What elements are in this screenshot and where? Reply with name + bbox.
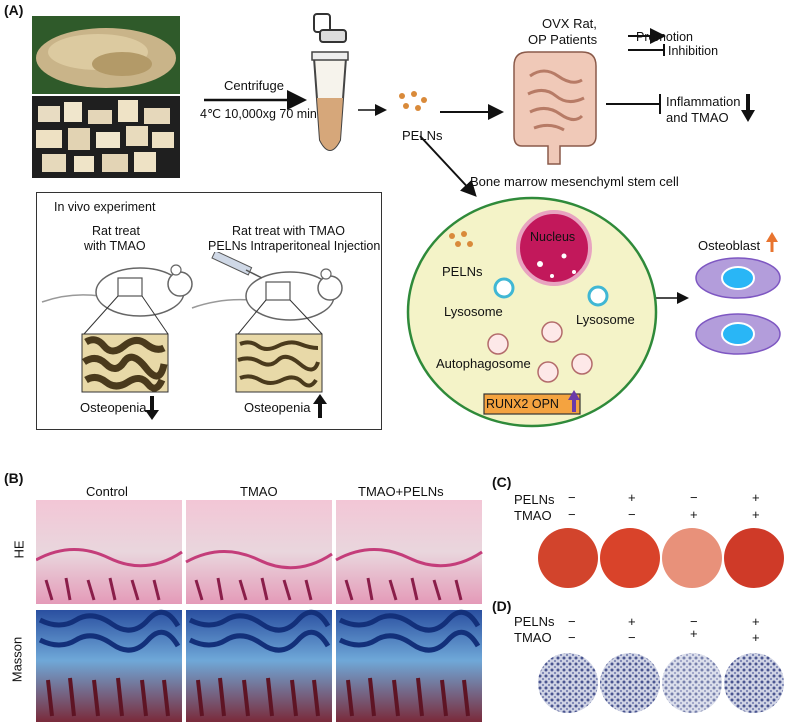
ovx-label: OVX Rat, — [542, 16, 597, 31]
lysosome-right-label: Lysosome — [576, 312, 635, 327]
and-tmao-label: and TMAO — [666, 110, 729, 125]
osteopenia-down-arrow-icon — [145, 410, 159, 420]
cell-membrane — [406, 196, 658, 428]
markers-label: RUNX2 OPN — [486, 397, 559, 411]
in-vivo-box — [36, 192, 382, 430]
osteopenia-2-label: Osteopenia — [244, 400, 311, 415]
osteopenia-up-arrow-icon — [313, 394, 327, 404]
in-vivo-illustration — [41, 252, 343, 420]
centrifuge-tube-icon — [311, 13, 349, 151]
c-tmao-sign-2: − — [628, 507, 636, 522]
well-c-1 — [538, 528, 598, 588]
d-tmao-label: TMAO — [514, 630, 552, 645]
rat-2-icon — [191, 252, 343, 321]
bmsc-label: Bone marrow mesenchyml stem cell — [470, 174, 679, 189]
c-tmao-label: TMAO — [514, 508, 552, 523]
lysosome-left-label: Lysosome — [444, 304, 503, 319]
d-pelns-sign-2: + — [628, 614, 636, 629]
lysosome-left-icon — [493, 277, 515, 299]
masson-images — [36, 609, 482, 722]
nucleus-icon — [516, 210, 592, 286]
up-arrow-icon — [766, 232, 778, 242]
c-pelns-sign-3: − — [690, 490, 698, 505]
d-pelns-sign-1: − — [568, 614, 576, 629]
pelns-label: PELNs — [402, 128, 443, 143]
legend-inhibition: Inhibition — [668, 44, 719, 58]
d-pelns-sign-4: + — [752, 614, 760, 629]
d-tmao-sign-1: − — [568, 630, 576, 645]
down-arrow-icon — [741, 110, 755, 122]
nucleus-label: Nucleus — [530, 230, 576, 244]
panel-d-letter: (D) — [492, 598, 512, 614]
autophagosome-label: Autophagosome — [436, 356, 531, 371]
intestine-icon — [513, 51, 597, 165]
stem-cell-illustration — [406, 196, 658, 428]
c-tmao-sign-1: − — [568, 507, 576, 522]
alp-wells — [538, 653, 784, 713]
op-label: OP Patients — [528, 32, 598, 47]
c-tmao-sign-4: + — [752, 507, 760, 522]
c-pelns-label: PELNs — [514, 492, 555, 507]
c-pelns-sign-2: + — [628, 490, 636, 505]
alizarin-wells — [538, 528, 784, 588]
plant-photo-top — [32, 16, 180, 94]
rat2-line1: Rat treat with TMAO — [232, 224, 345, 238]
pelns-dots-icon — [399, 91, 427, 111]
row-he: HE — [11, 540, 27, 559]
well-d-3 — [662, 653, 722, 713]
legend-promotion: Promotion — [636, 30, 693, 44]
centrifuge-label: Centrifuge — [224, 78, 284, 93]
row-masson: Masson — [9, 636, 25, 683]
marker-box — [483, 393, 581, 415]
inflammation-label: Inflammation — [666, 94, 741, 109]
rat2-line2: PELNs Intraperitoneal Injection — [208, 239, 381, 253]
d-pelns-label: PELNs — [514, 614, 555, 629]
histology-grid — [36, 500, 483, 722]
c-pelns-sign-4: + — [752, 490, 760, 505]
rat1-line1: Rat treat — [92, 224, 140, 238]
well-d-4 — [724, 653, 784, 713]
in-vivo-title: In vivo experiment — [54, 200, 156, 214]
c-tmao-sign-3: + — [690, 507, 698, 522]
centrifuge-params-label: 4℃ 10,000xg 70 min — [200, 107, 317, 121]
panel-b-letter: (B) — [4, 470, 24, 486]
col-tmao-pelns: TMAO+PELNs — [358, 484, 444, 499]
he-images — [36, 500, 483, 604]
autophagosome-icons — [487, 321, 593, 383]
arrow-pelns-to-cell — [419, 135, 477, 197]
well-d-2 — [600, 653, 660, 713]
rat1-line2: with TMAO — [84, 239, 146, 253]
well-c-4 — [724, 528, 784, 588]
d-tmao-sign-2: − — [628, 630, 636, 645]
d-pelns-sign-3: − — [690, 614, 698, 629]
plant-slices-photo — [32, 96, 180, 178]
lysosome-right-icon — [587, 285, 609, 307]
panel-c-letter: (C) — [492, 474, 512, 490]
well-d-1 — [538, 653, 598, 713]
osteoblast-label: Osteoblast — [698, 238, 761, 253]
osteopenia-1-label: Osteopenia — [80, 400, 147, 415]
c-pelns-sign-1: − — [568, 490, 576, 505]
col-control: Control — [86, 484, 128, 499]
cell-pelns-label: PELNs — [442, 264, 483, 279]
d-tmao-sign-4: + — [752, 630, 760, 645]
d-tmao-sign-3: + — [690, 626, 698, 641]
well-c-2 — [600, 528, 660, 588]
slices-illustration — [36, 100, 174, 172]
well-c-3 — [662, 528, 722, 588]
rat-1-icon — [41, 264, 193, 317]
col-tmao: TMAO — [240, 484, 278, 499]
tuber-illustration — [36, 28, 176, 88]
purple-up-arrow-icon — [568, 390, 580, 412]
panel-a-letter: (A) — [4, 2, 24, 18]
cell-pelns-dots-icon — [449, 231, 473, 247]
osteoblast-cells-icon — [695, 257, 781, 355]
